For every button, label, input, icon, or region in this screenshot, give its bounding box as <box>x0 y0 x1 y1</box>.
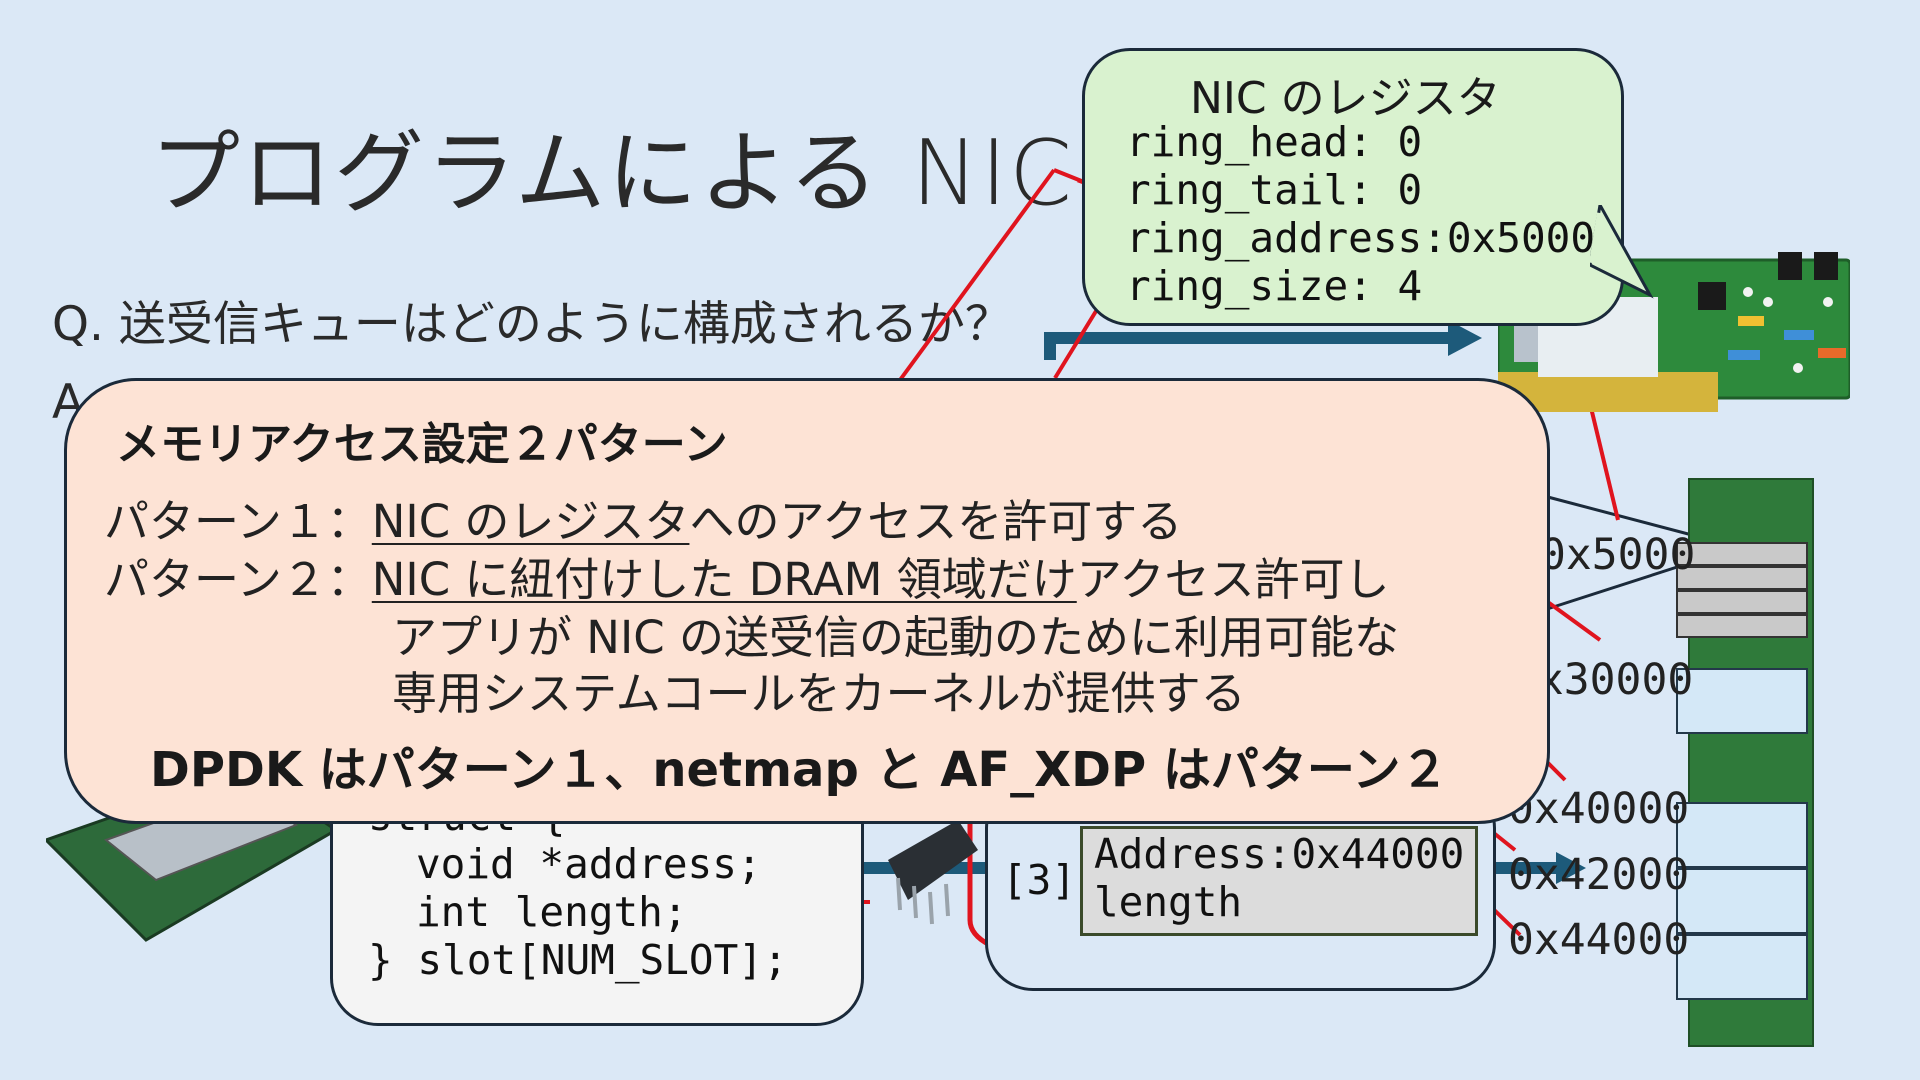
pattern2-line: パターン２：NIC に紐付けした DRAM 領域だけアクセス許可し <box>104 543 1390 608</box>
dram-slot-3 <box>1676 614 1808 638</box>
ring-index-label: [3] <box>1002 856 1077 904</box>
overlay-summary: DPDK はパターン１、netmap と AF_XDP はパターン２ <box>150 742 1449 798</box>
pattern2-label: パターン２： <box>104 553 372 606</box>
reg-ring-tail: ring_tail: 0 <box>1126 166 1423 214</box>
ic-chip-image <box>888 820 978 925</box>
nic-register-bubble <box>1082 48 1624 326</box>
red-line-5 <box>1543 598 1602 642</box>
red-line-1 <box>1053 168 1085 184</box>
ring-slot-3 <box>1080 826 1478 936</box>
dram-slot-0 <box>1676 542 1808 566</box>
dram-buffer-30000 <box>1676 668 1808 734</box>
addr-label-0x40000: 0x40000 <box>1508 784 1690 834</box>
slot-address: Address:0x44000 <box>1094 830 1465 878</box>
overlay-heading: メモリアクセス設定２パターン <box>116 419 728 470</box>
addr-label-0x42000: 0x42000 <box>1508 850 1690 900</box>
pattern1-line: パターン１：NIC のレジスタへのアクセスを許可する <box>104 485 1182 550</box>
code-line-4: } slot[NUM_SLOT]; <box>368 936 788 984</box>
code-line-3: int length; <box>416 888 688 936</box>
pattern1-rest: へのアクセスを許可する <box>689 495 1183 548</box>
code-line-2: void *address; <box>416 840 762 888</box>
pattern2-line3: 専用システムコールをカーネルが提供する <box>392 667 1246 720</box>
question-text: Q. 送受信キューはどのように構成されるか？ <box>52 297 1012 352</box>
reg-ring-size: ring_size: 4 <box>1126 262 1423 310</box>
addr-label-0x5000: 0x5000 <box>1540 530 1696 580</box>
red-line-2 <box>898 168 1056 382</box>
bubble-tail <box>1590 205 1654 299</box>
slot-length: length <box>1094 878 1243 926</box>
memory-access-pattern-panel <box>64 378 1550 824</box>
dram-buffer-44000 <box>1676 934 1808 1000</box>
pattern2-line2: アプリが NIC の送受信の起動のために利用可能な <box>392 611 1399 664</box>
addr-label-0x44000: 0x44000 <box>1508 915 1690 965</box>
dram-slot-2 <box>1676 590 1808 614</box>
pattern1-underlined: NIC のレジスタ <box>371 495 690 548</box>
pattern2-underlined: NIC に紐付けした DRAM 領域だけ <box>371 553 1077 606</box>
reg-ring-head: ring_head: 0 <box>1126 118 1423 166</box>
arrow-head-nic <box>1448 320 1482 356</box>
reg-ring-address: ring_address:0x5000 <box>1126 214 1595 262</box>
pattern2-rest: アクセス許可し <box>1076 553 1390 606</box>
pattern1-label: パターン１： <box>104 495 372 548</box>
arrow-to-nic <box>1044 332 1450 360</box>
dram-buffer-42000 <box>1676 868 1808 934</box>
slide-title: プログラムによる NIC の <box>150 121 1197 226</box>
dram-slot-1 <box>1676 566 1808 590</box>
nic-register-title: NIC のレジスタ <box>1190 73 1501 124</box>
arrow-head-dram <box>1556 852 1586 884</box>
dram-buffer-40000 <box>1676 802 1808 868</box>
